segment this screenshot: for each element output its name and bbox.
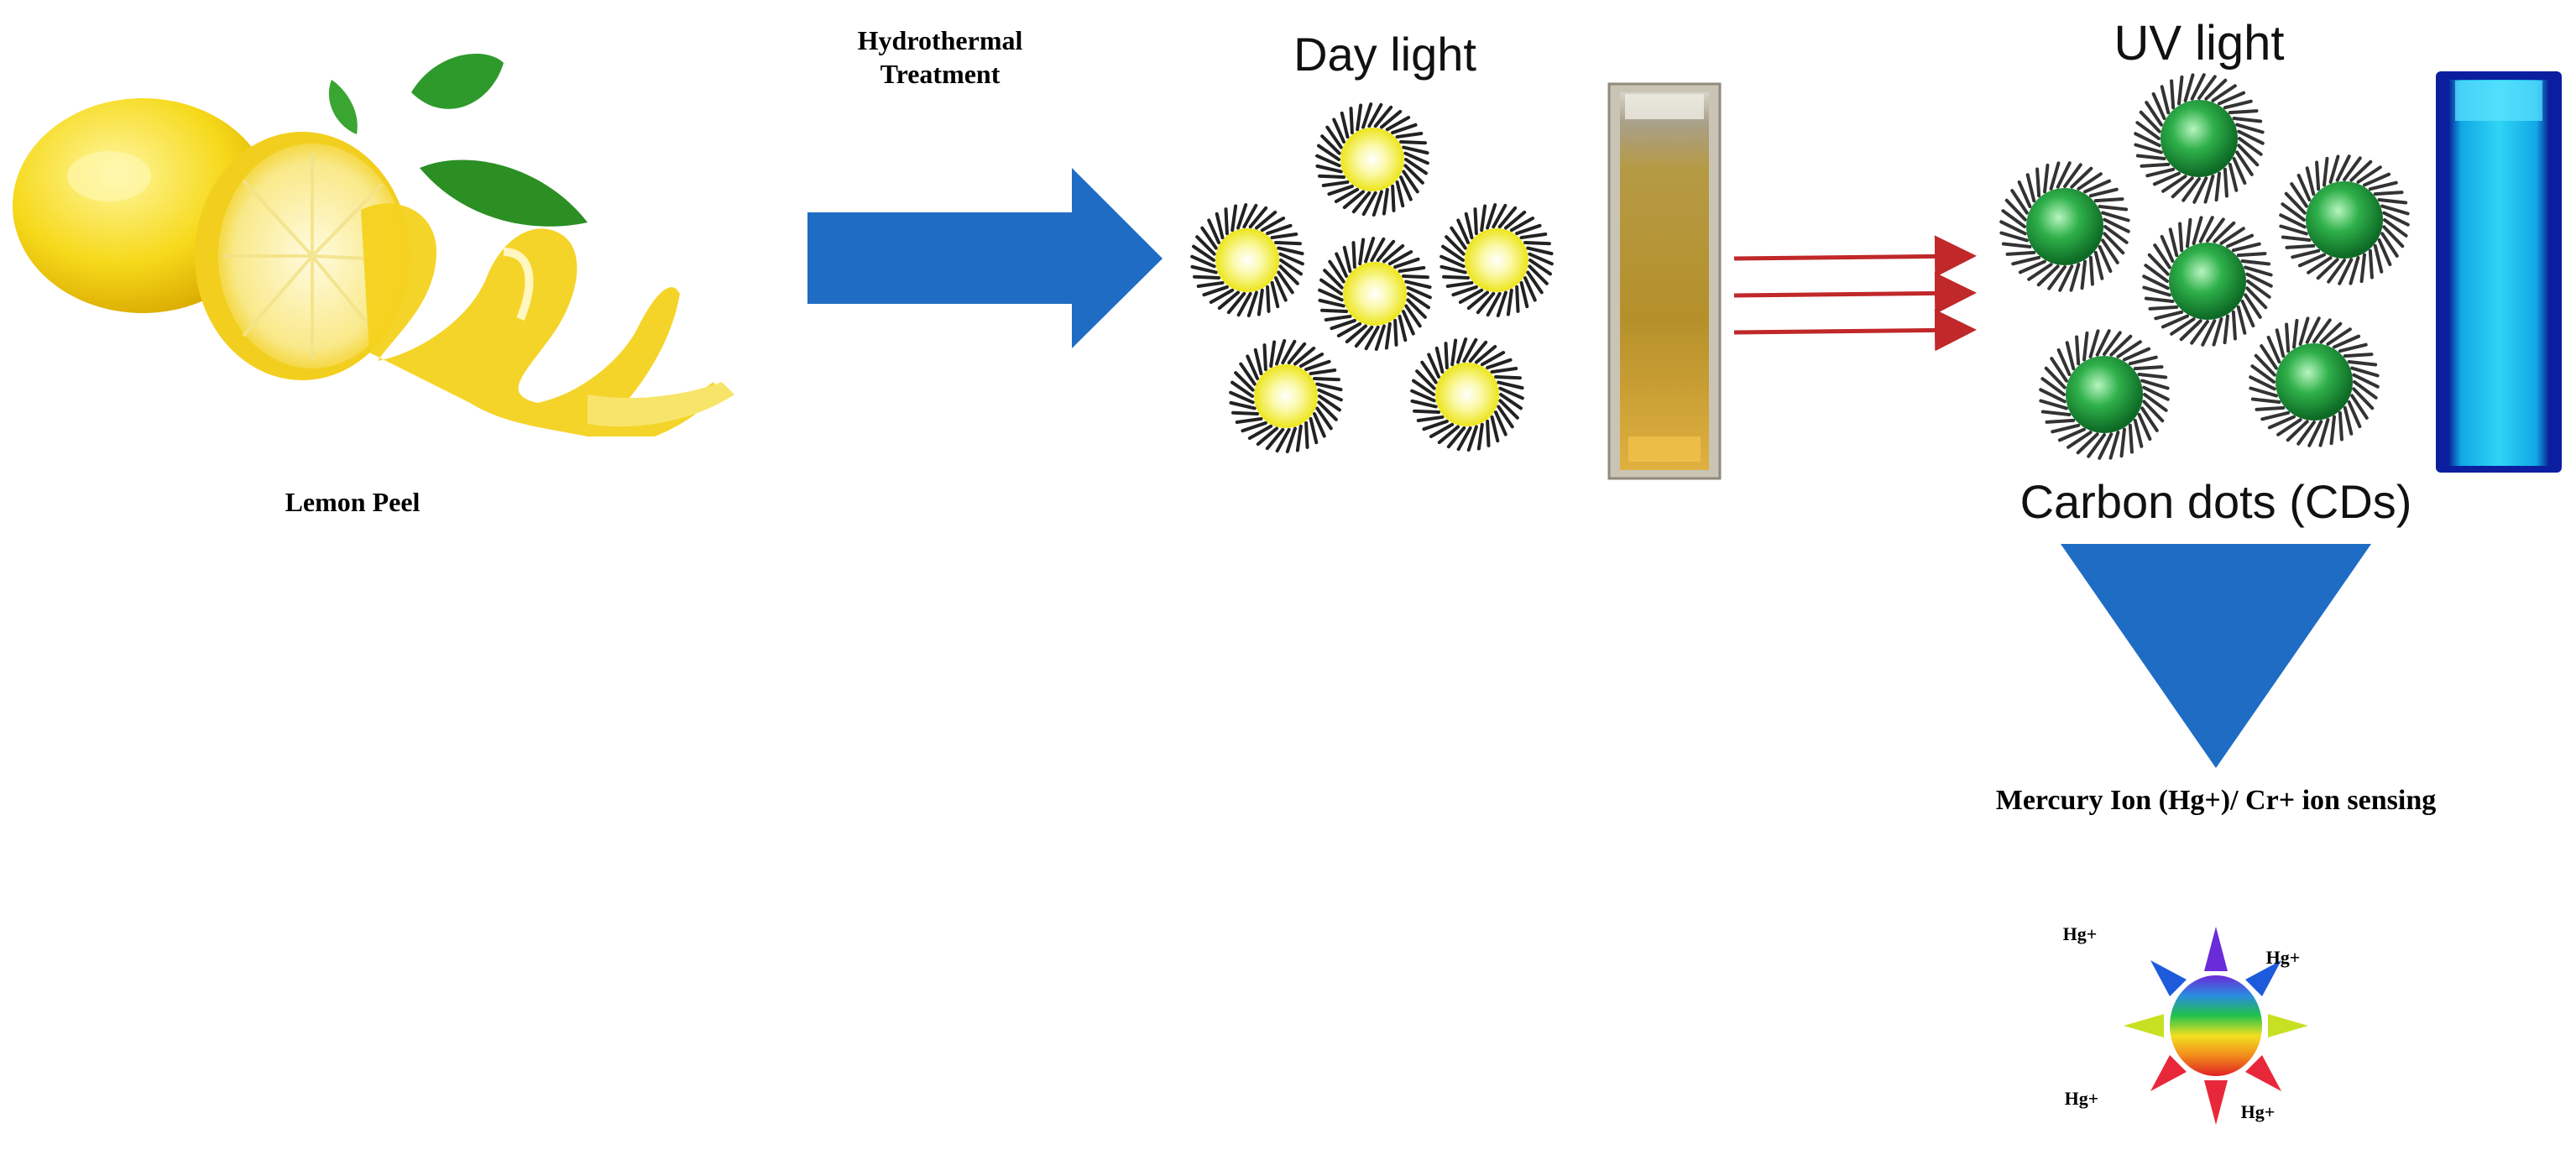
source-label: Lemon Peel	[285, 487, 421, 517]
green-carbon-dot	[2249, 316, 2380, 447]
uv-light-carbon-dots	[1999, 73, 2410, 460]
application-label: Mercury Ion (Hg+)/ Cr+ ion sensing	[1995, 785, 2437, 816]
process-label-line2: Treatment	[880, 59, 1001, 89]
yellow-carbon-dot	[1440, 203, 1554, 317]
yellow-carbon-dot	[1410, 337, 1524, 452]
amber-cuvette	[1607, 82, 1722, 480]
green-carbon-dot	[1999, 161, 2130, 292]
product-label: Carbon dots (CDs)	[2020, 475, 2412, 528]
day-light-title: Day light	[1293, 28, 1476, 81]
green-carbon-dot	[2279, 154, 2410, 285]
excitation-arrows	[1733, 235, 1977, 352]
yellow-carbon-dot	[1229, 339, 1343, 453]
yellow-carbon-dot	[1190, 203, 1304, 317]
lemon-illustration	[13, 54, 734, 436]
process-label-line1: Hydrothermal	[857, 25, 1023, 55]
green-carbon-dot	[2134, 73, 2265, 204]
green-carbon-dot	[2142, 216, 2273, 347]
green-carbon-dot	[2039, 329, 2170, 460]
yellow-carbon-dot	[1315, 102, 1429, 217]
process-arrow	[807, 168, 1163, 348]
ion-label-top-right: Hg+	[2265, 947, 2301, 968]
rainbow-sun-sensor	[2124, 927, 2308, 1125]
day-light-carbon-dots	[1190, 102, 1554, 453]
ion-label-bottom-left: Hg+	[2064, 1088, 2099, 1109]
sensing-triangle	[2061, 544, 2371, 768]
ion-label-top-left: Hg+	[2062, 923, 2098, 944]
yellow-carbon-dot	[1318, 237, 1432, 351]
fluorescent-cuvette	[2436, 71, 2562, 473]
uv-light-title: UV light	[2114, 16, 2285, 71]
ion-label-bottom-right: Hg+	[2240, 1101, 2276, 1122]
